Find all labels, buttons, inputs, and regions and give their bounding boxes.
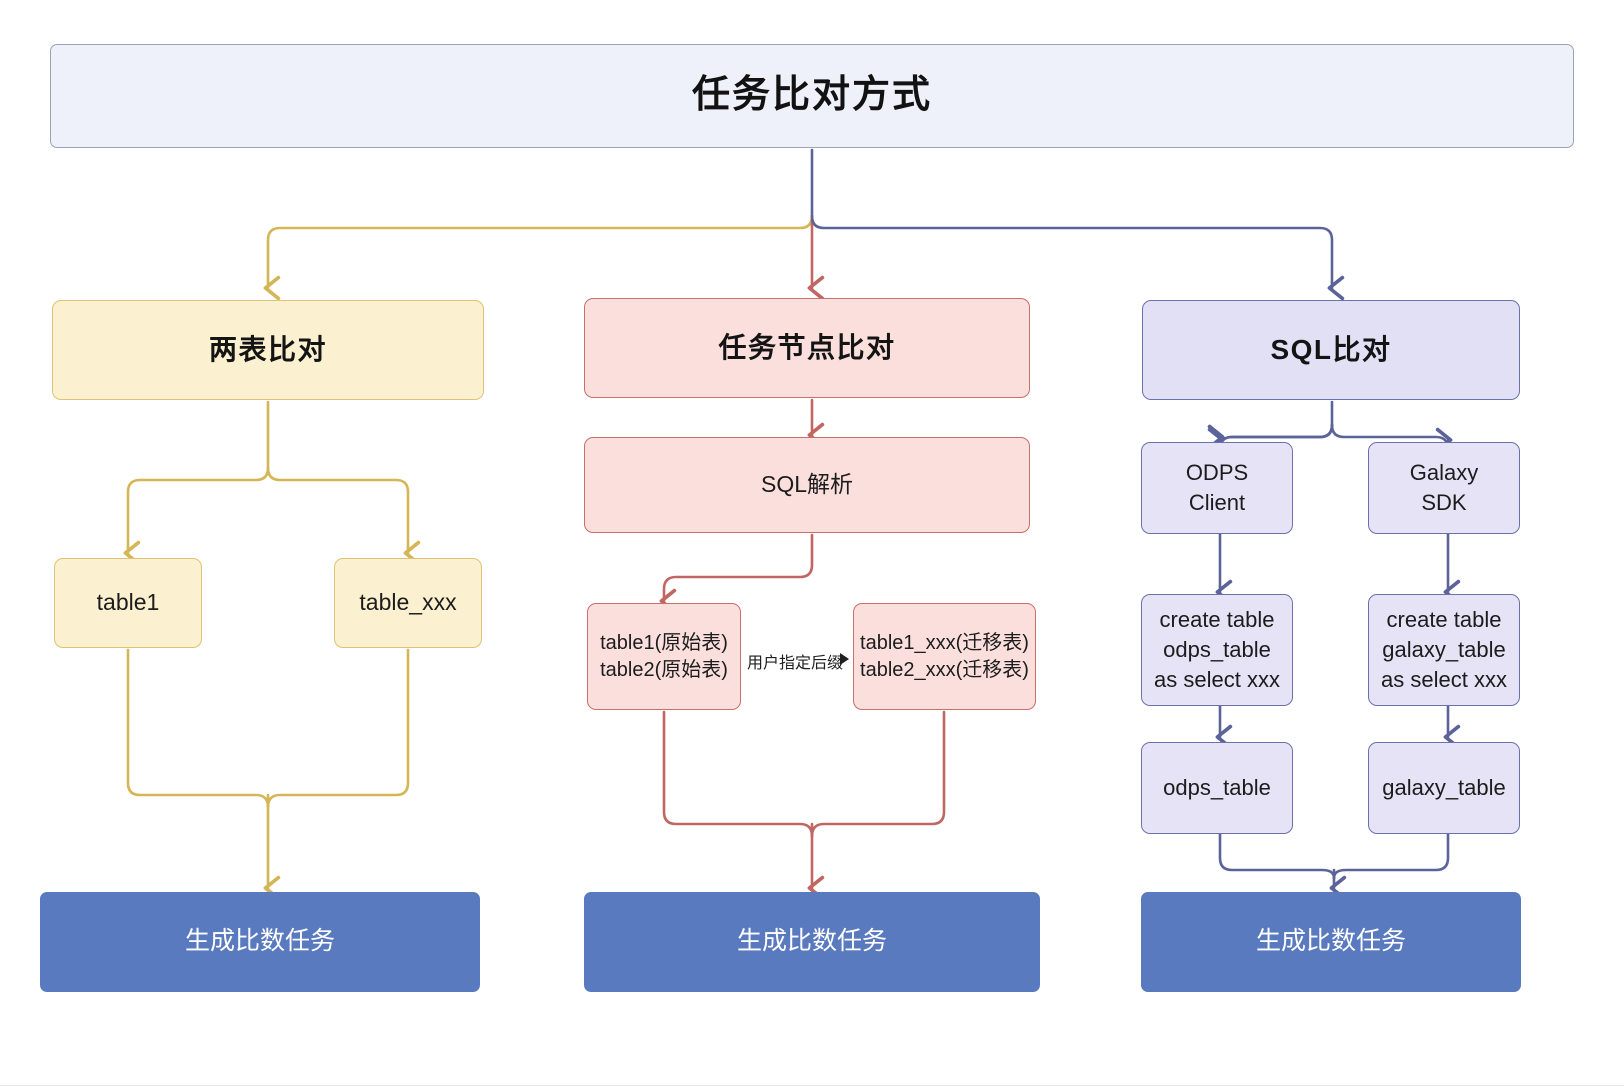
node-create-odps-table[interactable]: create table odps_table as select xxx xyxy=(1141,594,1293,706)
edge-title-to-right xyxy=(810,214,1345,301)
edge-left-to-tablexxx xyxy=(266,466,421,566)
edge-label-arrow-icon xyxy=(840,653,849,665)
diagram-title: 任务比对方式 xyxy=(50,44,1574,148)
edge-tablexxx-merge xyxy=(266,648,410,809)
branch-head-sql-compare[interactable]: SQL比对 xyxy=(1142,300,1520,400)
node-galaxy-table[interactable]: galaxy_table xyxy=(1368,742,1520,834)
edge-title-to-left xyxy=(263,214,814,301)
node-source-tables[interactable]: table1(原始表) table2(原始表) xyxy=(587,603,741,710)
branch-head-two-table-compare[interactable]: 两表比对 xyxy=(52,300,484,400)
node-sql-parse[interactable]: SQL解析 xyxy=(584,437,1030,533)
edge-label-user-suffix: 用户指定后缀 xyxy=(744,648,847,674)
node-odps-client[interactable]: ODPS Client xyxy=(1141,442,1293,534)
edge-parse-to-tables xyxy=(659,533,814,614)
node-table-xxx[interactable]: table_xxx xyxy=(334,558,482,648)
terminal-middle-generate-count-task[interactable]: 生成比数任务 xyxy=(584,892,1040,992)
terminal-right-generate-count-task[interactable]: 生成比数任务 xyxy=(1141,892,1521,992)
edge-migrated-merge xyxy=(810,710,946,838)
edge-source-merge xyxy=(662,710,814,838)
node-table1[interactable]: table1 xyxy=(54,558,202,648)
node-migrated-tables[interactable]: table1_xxx(迁移表) table2_xxx(迁移表) xyxy=(853,603,1036,710)
node-create-galaxy-table[interactable]: create table galaxy_table as select xxx xyxy=(1368,594,1520,706)
edge-odps-table-merge xyxy=(1218,831,1336,880)
node-galaxy-sdk[interactable]: Galaxy SDK xyxy=(1368,442,1520,534)
edge-table1-merge xyxy=(126,648,270,809)
branch-head-task-node-compare[interactable]: 任务节点比对 xyxy=(584,298,1030,398)
edge-galaxy-table-merge xyxy=(1332,831,1450,880)
edge-left-to-table1 xyxy=(123,466,270,566)
node-odps-table[interactable]: odps_table xyxy=(1141,742,1293,834)
terminal-left-generate-count-task[interactable]: 生成比数任务 xyxy=(40,892,480,992)
